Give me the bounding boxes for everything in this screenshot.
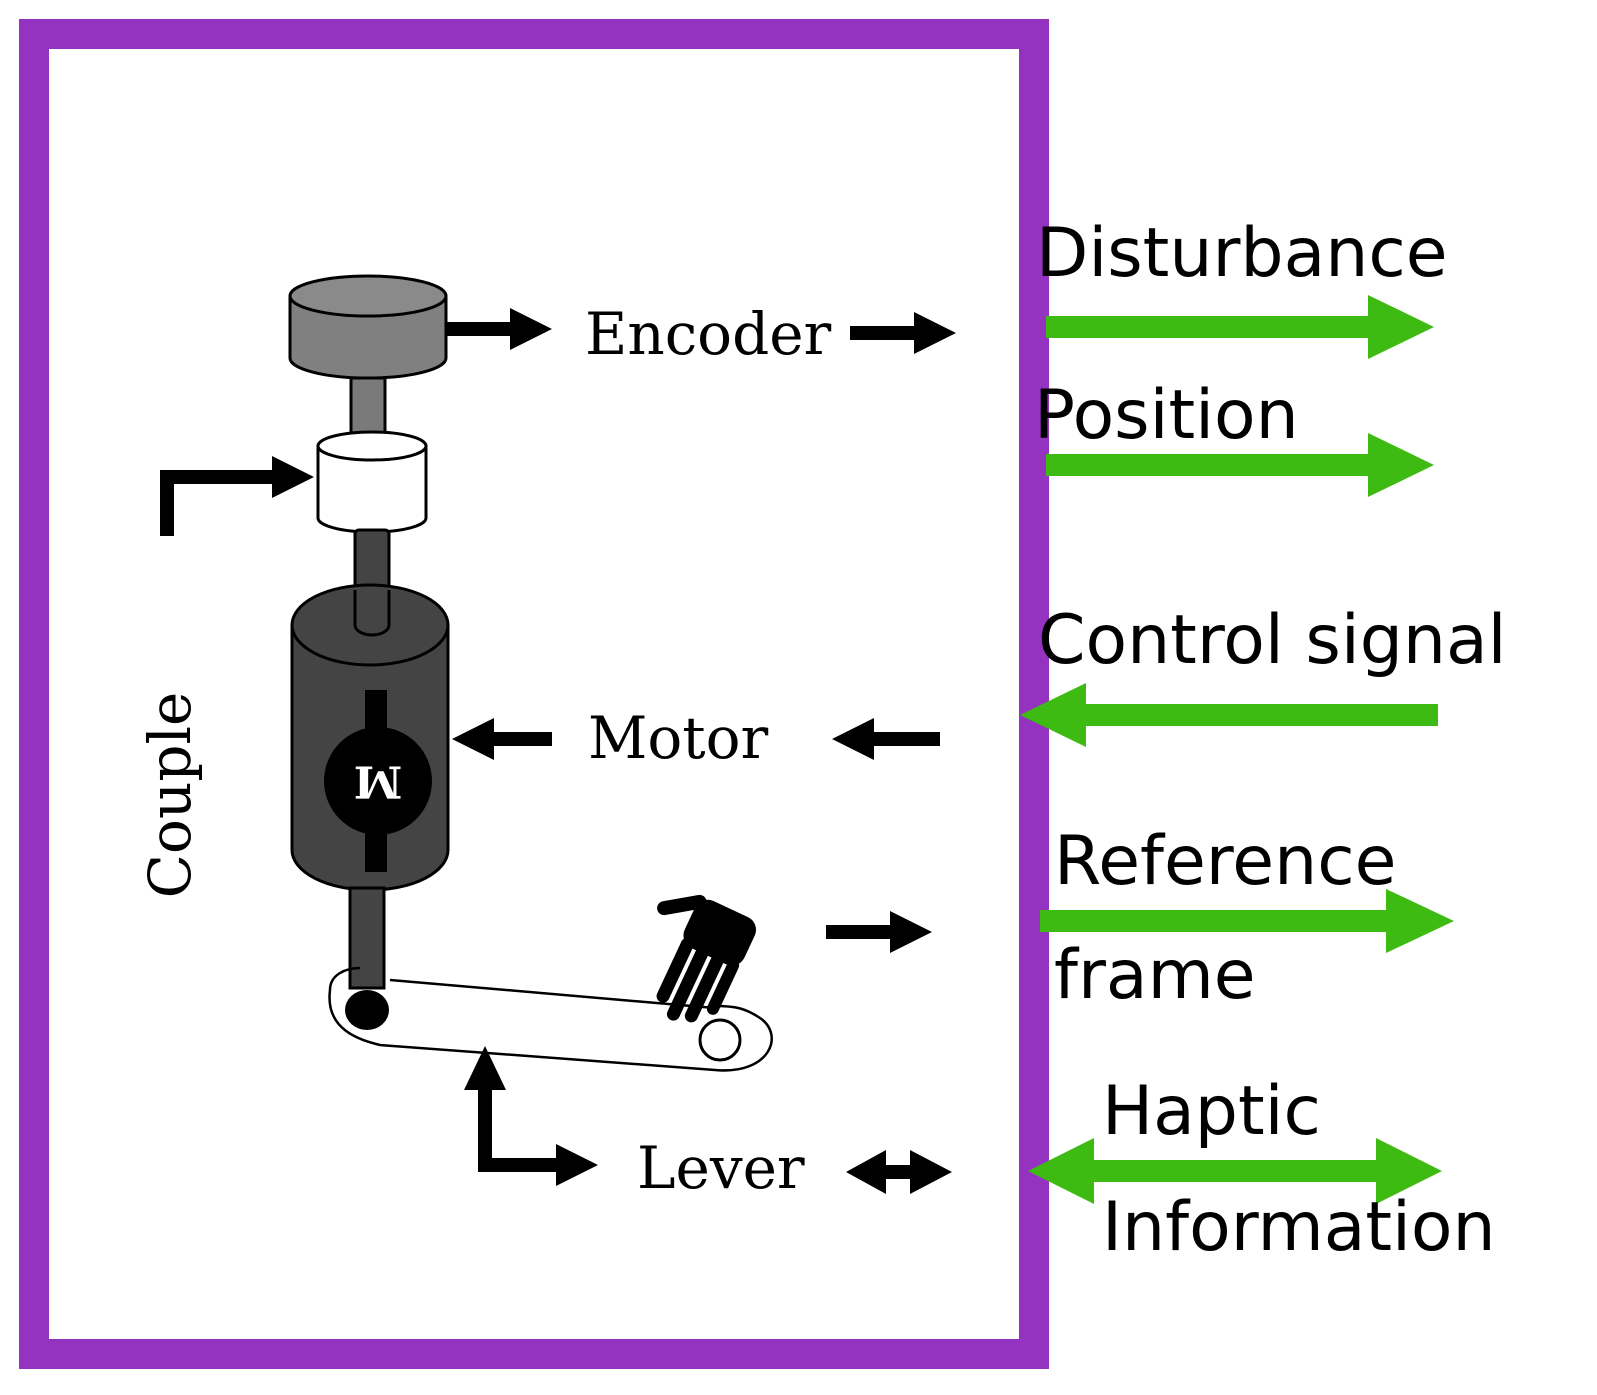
signal-arrows [1020, 295, 1454, 1204]
coupling-block [316, 430, 428, 534]
haptic-label-line2: Information [1102, 1188, 1496, 1267]
encoder-label: Encoder [585, 300, 832, 368]
coupling-label: Couple [136, 692, 204, 899]
haptic-label-line1: Haptic [1102, 1072, 1321, 1151]
lower-shaft [348, 886, 386, 990]
hand-icon [656, 894, 757, 1023]
system-boundary-frame [19, 19, 1049, 1369]
component-arrows [160, 308, 956, 1194]
reference-label-line1: Reference [1054, 822, 1396, 901]
motor-mark: M [354, 756, 403, 807]
position-label: Position [1034, 376, 1299, 455]
encoder-assembly [288, 274, 448, 438]
motor-label: Motor [588, 704, 769, 772]
disturbance-label: Disturbance [1036, 214, 1448, 293]
reference-label-line2: frame [1054, 936, 1256, 1015]
lever-label: Lever [637, 1134, 805, 1202]
motor-body: M [290, 583, 450, 892]
control-signal-label: Control signal [1038, 601, 1507, 680]
lever [328, 966, 773, 1072]
